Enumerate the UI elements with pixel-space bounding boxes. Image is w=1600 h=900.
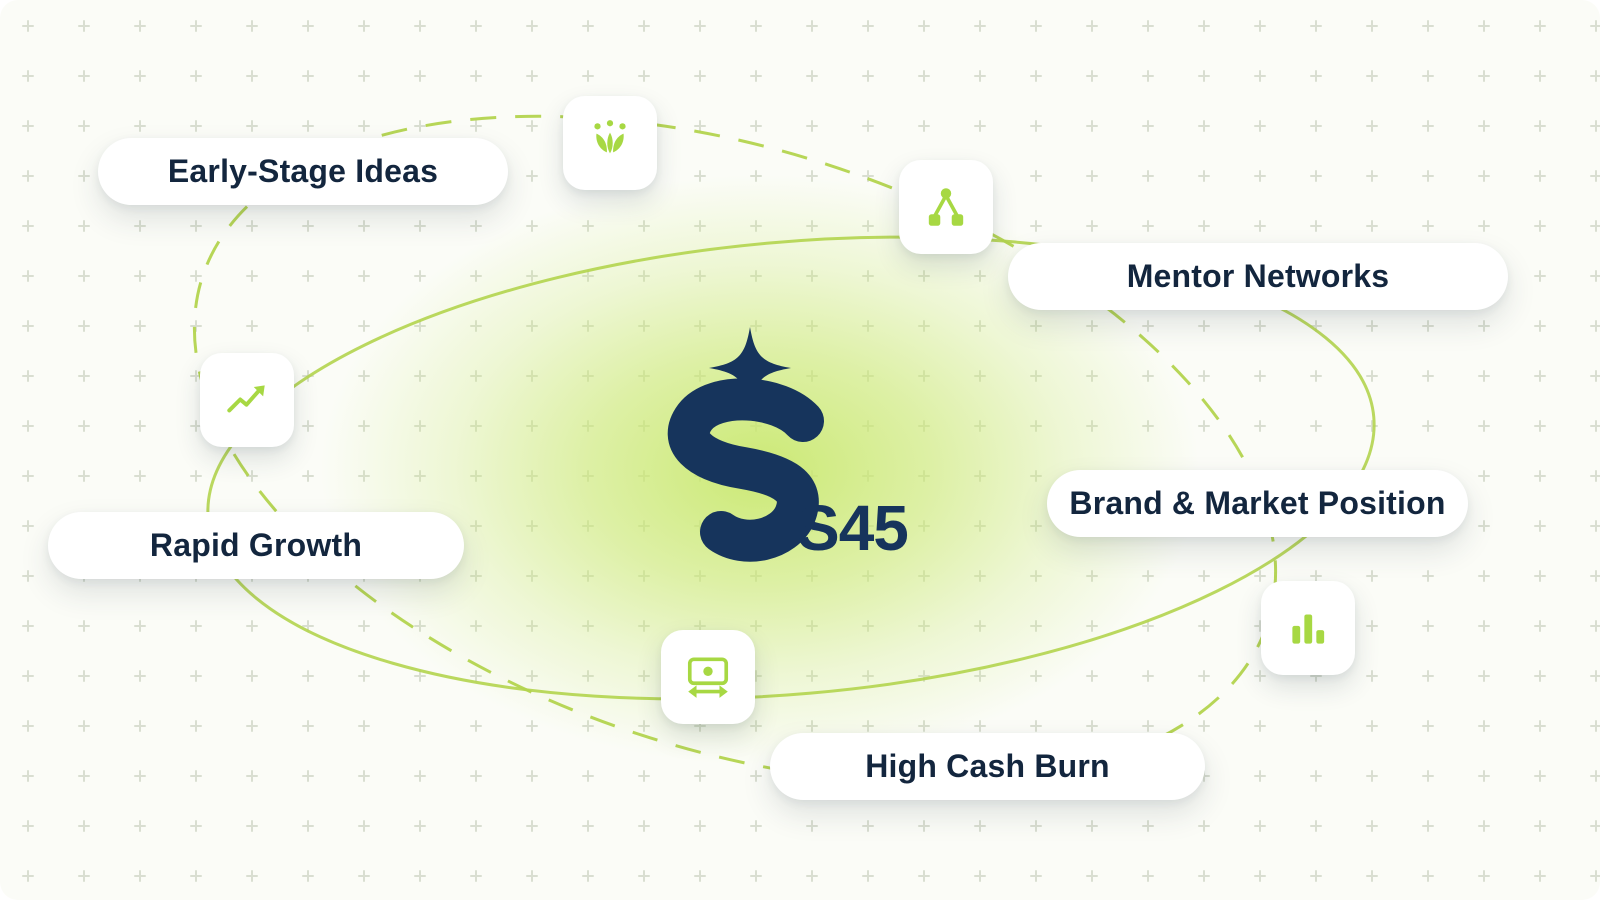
bar-chart-icon <box>1292 614 1325 644</box>
icon-tile-cash <box>661 630 755 724</box>
icon-tile-trend <box>200 353 294 447</box>
label-brand-market-position: Brand & Market Position <box>1047 470 1468 537</box>
label-high-cash-burn: High Cash Burn <box>770 733 1205 800</box>
s45-spark-mark-icon <box>667 327 824 562</box>
label-text: Brand & Market Position <box>1069 485 1446 521</box>
sprout-icon <box>594 120 626 154</box>
label-text: High Cash Burn <box>865 748 1110 784</box>
cash-flow-icon <box>687 657 729 698</box>
label-mentor-networks: Mentor Networks <box>1008 243 1508 310</box>
label-text: Mentor Networks <box>1126 258 1390 294</box>
network-icon <box>928 188 964 226</box>
logo-wordmark: S45 <box>797 492 909 564</box>
label-early-stage-ideas: Early-Stage Ideas <box>98 138 508 205</box>
icon-tile-bar-chart <box>1261 581 1355 675</box>
label-rapid-growth: Rapid Growth <box>48 512 464 579</box>
icon-tile-sprout <box>563 96 657 190</box>
label-text: Rapid Growth <box>149 527 363 563</box>
s45-logo: S45 <box>645 323 945 583</box>
icon-tile-network <box>899 160 993 254</box>
trend-up-icon <box>227 385 265 413</box>
label-text: Early-Stage Ideas <box>167 153 439 189</box>
